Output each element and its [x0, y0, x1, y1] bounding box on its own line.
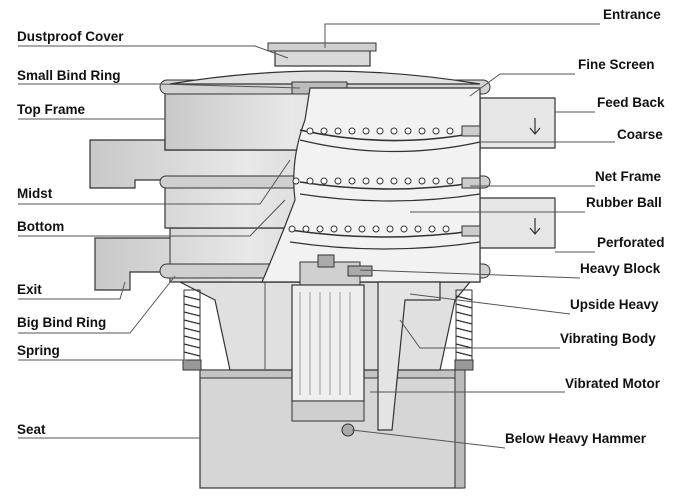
label-big-bind-ring: Big Bind Ring	[17, 315, 107, 330]
label-vibrating-body: Vibrating Body	[560, 331, 656, 346]
label-midst: Midst	[17, 186, 53, 201]
vibrated-motor	[291, 254, 365, 437]
edge-bolts	[461, 125, 481, 237]
perforated-deck	[288, 225, 481, 250]
label-seat: Seat	[17, 422, 46, 437]
coarse-screen-deck	[299, 127, 481, 153]
label-feed-back: Feed Back	[597, 95, 665, 110]
label-top-frame: Top Frame	[17, 102, 86, 117]
dustproof-cover	[169, 42, 481, 85]
label-dustproof-cover: Dustproof Cover	[17, 29, 124, 44]
label-spring: Spring	[17, 343, 60, 358]
label-rubber-ball: Rubber Ball	[586, 195, 662, 210]
label-perforated: Perforated	[597, 235, 665, 250]
label-exit: Exit	[17, 282, 42, 297]
label-entrance: Entrance	[603, 7, 661, 22]
leader-lines	[18, 23, 615, 449]
label-upside-heavy: Upside Heavy	[570, 297, 659, 312]
label-heavy-block: Heavy Block	[580, 261, 661, 276]
label-net-frame: Net Frame	[595, 169, 662, 184]
spring-left	[182, 289, 202, 371]
net-frame-deck	[292, 177, 481, 202]
label-below-heavy-hammer: Below Heavy Hammer	[505, 431, 647, 446]
perforated-port	[479, 197, 556, 249]
label-vibrated-motor: Vibrated Motor	[565, 376, 661, 391]
feed-back-port	[479, 97, 556, 149]
label-bottom: Bottom	[17, 219, 65, 234]
vibrating-body	[347, 265, 441, 431]
label-coarse: Coarse	[617, 127, 663, 142]
label-small-bind-ring: Small Bind Ring	[17, 68, 121, 83]
spring-right	[454, 289, 474, 371]
label-fine-screen: Fine Screen	[578, 57, 655, 72]
